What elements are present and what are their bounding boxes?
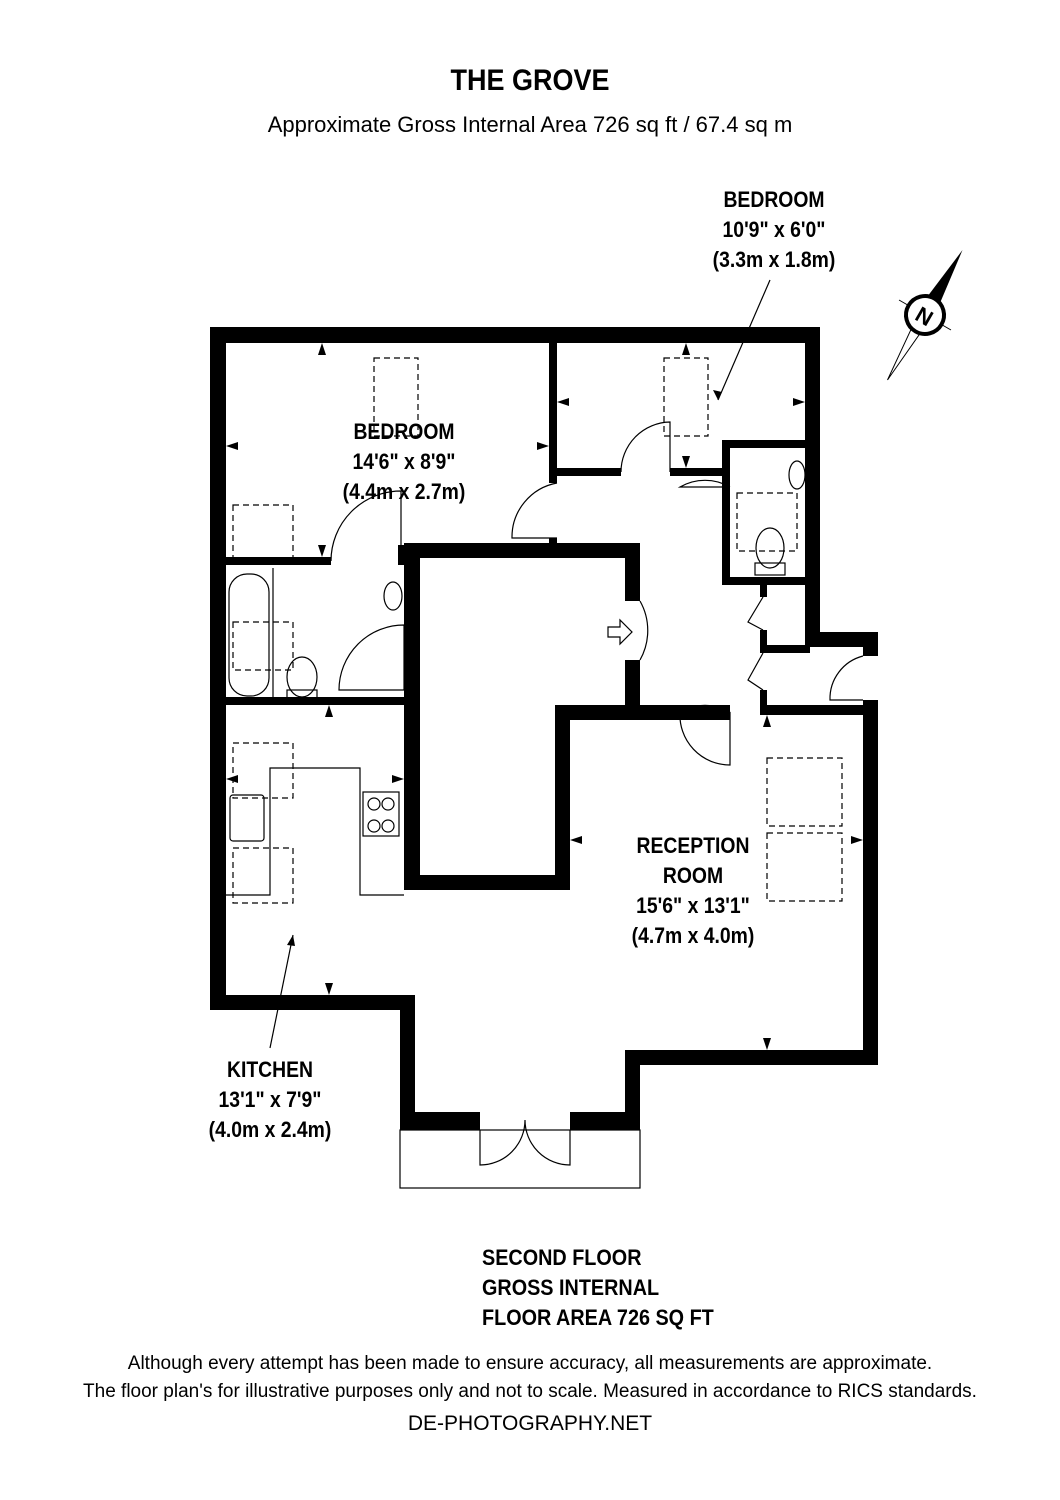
room-dimensions-imperial: 13'1" x 7'9" xyxy=(218,1087,322,1112)
floor-name: SECOND FLOOR xyxy=(482,1245,642,1270)
room-dimensions-metric: (4.7m x 4.0m) xyxy=(631,923,755,948)
door-bedroom1 xyxy=(511,482,558,539)
room-label-kitchen: KITCHEN 13'1" x 7'9" (4.0m x 2.4m) xyxy=(182,1055,358,1145)
plan-title: THE GROVE xyxy=(450,64,610,97)
room-name: BEDROOM xyxy=(723,187,825,212)
door-bedroom2 xyxy=(620,421,671,473)
door-bathroom xyxy=(330,490,402,562)
room-dimensions-imperial: 14'6" x 8'9" xyxy=(352,449,456,474)
room-dimensions-metric: (4.0m x 2.4m) xyxy=(208,1117,332,1142)
dimension-arrows xyxy=(226,343,863,1050)
room-dimensions-metric: (3.3m x 1.8m) xyxy=(712,247,836,272)
room-dimensions-imperial: 15'6" x 13'1" xyxy=(636,893,750,918)
plan-subtitle: Approximate Gross Internal Area 726 sq f… xyxy=(267,112,793,137)
door-reception xyxy=(679,704,731,766)
disclaimer-line-2: The floor plan's for illustrative purpos… xyxy=(83,1381,977,1402)
door-cupboard xyxy=(639,600,649,661)
room-dimensions-metric: (4.4m x 2.7m) xyxy=(342,479,466,504)
floor-area-value: FLOOR AREA 726 SQ FT xyxy=(482,1305,714,1330)
room-name: RECEPTION xyxy=(636,833,750,858)
room-label-bedroom-2: BEDROOM 10'9" x 6'0" (3.3m x 1.8m) xyxy=(686,185,862,275)
disclaimer-line-1: Although every attempt has been made to … xyxy=(127,1353,933,1374)
room-dimensions-imperial: 10'9" x 6'0" xyxy=(722,217,826,242)
room-label-reception: RECEPTION ROOM 15'6" x 13'1" (4.7m x 4.0… xyxy=(605,831,781,951)
room-label-bedroom-1: BEDROOM 14'6" x 8'9" (4.4m x 2.7m) xyxy=(316,417,492,507)
disclaimer: Although every attempt has been made to … xyxy=(0,1350,1060,1406)
room-name: BEDROOM xyxy=(353,419,455,444)
room-name-line2: ROOM xyxy=(662,863,724,888)
floor-area-label: SECOND FLOOR GROSS INTERNAL FLOOR AREA 7… xyxy=(482,1243,714,1333)
walls xyxy=(210,327,878,1130)
floor-area-line: GROSS INTERNAL xyxy=(482,1275,660,1300)
room-name: KITCHEN xyxy=(226,1057,314,1082)
door-entrance xyxy=(829,655,864,701)
fixtures xyxy=(226,279,864,1189)
door-wc xyxy=(677,479,731,488)
brand-name: DE-PHOTOGRAPHY.NET xyxy=(407,1412,653,1435)
north-compass-icon xyxy=(887,250,963,381)
